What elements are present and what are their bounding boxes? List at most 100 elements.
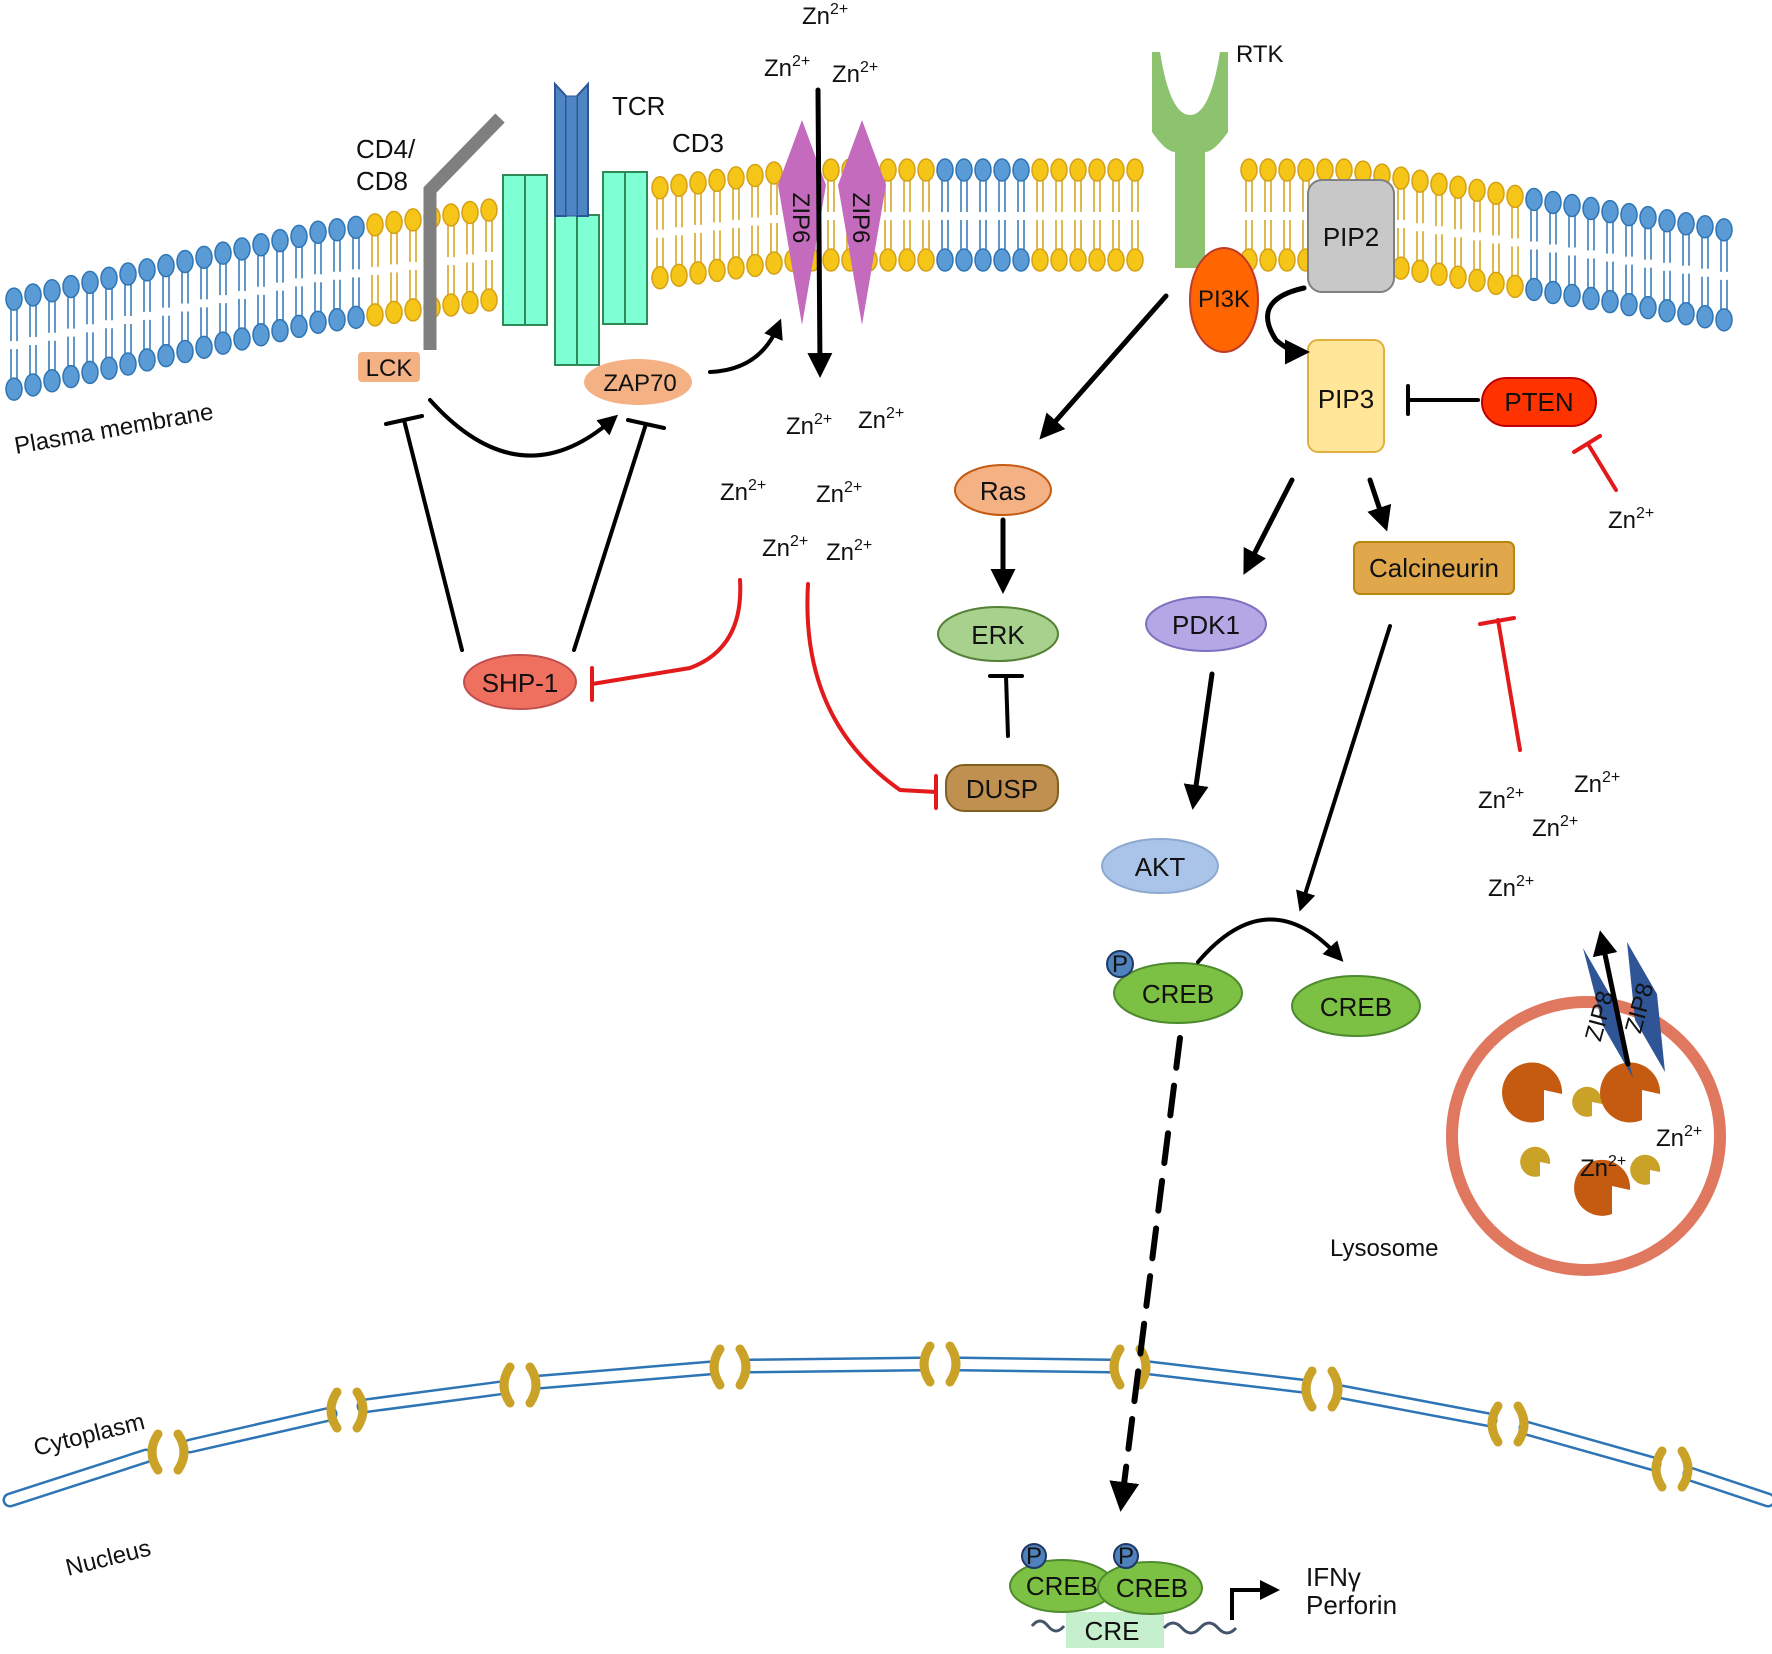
- lipid-head-outer: [43, 279, 61, 303]
- lipid-head-inner: [157, 343, 175, 368]
- lipid-head-inner: [1506, 274, 1524, 299]
- nuclear-pore-right: [525, 1362, 541, 1408]
- lipid-head-inner: [138, 348, 156, 372]
- lipid-tail-inner: [979, 220, 987, 250]
- lipid-tail-inner: [656, 237, 664, 268]
- lipid-head-outer: [81, 270, 99, 295]
- zinc-ion-label: Zn2+: [1478, 785, 1524, 814]
- lipid-head-outer: [708, 168, 726, 193]
- lipid-tail-outer: [694, 192, 702, 225]
- lipid-head-outer: [1506, 184, 1524, 209]
- lipid-head-inner: [1392, 256, 1410, 280]
- lipid-head-outer: [62, 274, 80, 299]
- lipid-head-inner: [1525, 277, 1543, 302]
- lipid-tail-outer: [48, 300, 56, 333]
- lipid-head-outer: [1639, 205, 1657, 230]
- lipid-head-outer: [1240, 158, 1258, 182]
- lipid-tail-inner: [314, 282, 322, 313]
- envelope-membrane-lumen: [745, 1359, 925, 1371]
- arrow-creb-dephosphorylation: [1196, 917, 1344, 964]
- lipid-tail-outer: [10, 309, 18, 342]
- lipid-tail-inner: [1093, 220, 1101, 250]
- lipid-tail-outer: [1112, 180, 1120, 212]
- pdk1-node: [1145, 596, 1267, 652]
- erk-label: ERK: [971, 620, 1025, 650]
- zinc-ion-label: Zn2+: [1656, 1123, 1702, 1152]
- lipid-tail-outer: [390, 232, 398, 265]
- phosphate-badge-right: [1113, 1543, 1139, 1569]
- lipid-tail-inner: [1549, 252, 1557, 283]
- zinc-ions: Zn2+Zn2+Zn2+Zn2+Zn2+Zn2+Zn2+Zn2+Zn2+Zn2+…: [720, 1, 1702, 1182]
- lipid-tail-outer: [1473, 200, 1481, 233]
- lipid-tail-inner: [751, 225, 759, 256]
- lipid-tail-inner: [86, 332, 94, 363]
- lipid-tail-outer: [314, 242, 322, 275]
- cd4-label-line1: CD4/: [356, 134, 416, 164]
- lipid-tail-inner: [903, 220, 911, 250]
- lipid-head-inner: [1411, 259, 1429, 283]
- zinc-ion-label: Zn2+: [802, 1, 848, 30]
- lipid-tail-inner: [1568, 255, 1576, 286]
- lipid-head-inner: [993, 248, 1011, 272]
- lipid-tail-inner: [181, 311, 189, 342]
- creb-node: [1291, 975, 1421, 1037]
- lipid-head-inner: [746, 253, 764, 278]
- lipid-tail-inner: [1530, 249, 1538, 280]
- lipid-head-outer: [746, 163, 764, 188]
- lipid-tail-outer: [1511, 206, 1519, 239]
- lipid-head-outer: [1297, 158, 1315, 182]
- lipid-tail-outer: [1055, 180, 1063, 212]
- lipid-tail-outer: [675, 195, 683, 228]
- lipid-tail-outer: [1663, 230, 1671, 263]
- nuclear-pore-right: [1513, 1401, 1529, 1447]
- lipid-head-inner: [195, 335, 213, 360]
- lipid-head-inner: [898, 248, 916, 272]
- cd4-label-line2: CD8: [356, 166, 408, 196]
- envelope-membrane-lumen: [1337, 1387, 1495, 1425]
- pi3k-node: [1189, 247, 1259, 353]
- lipid-tail-outer: [409, 229, 417, 262]
- calcineurin-node: [1353, 541, 1515, 595]
- rtk-receptor: [1152, 52, 1228, 268]
- lipid-head-inner: [81, 360, 99, 385]
- lipid-tail-inner: [409, 269, 417, 300]
- lipid-head-inner: [1259, 248, 1277, 272]
- lipid-head-inner: [651, 266, 669, 290]
- lipid-head-inner: [1031, 248, 1049, 272]
- lipid-head-outer: [955, 158, 973, 182]
- lipid-tail-outer: [1416, 191, 1424, 224]
- lipid-head-outer: [328, 218, 346, 242]
- nuclear-pore-left: [1487, 1401, 1503, 1447]
- zinc-ion-label: Zn2+: [764, 53, 810, 82]
- arrow-pip2-to-pip3: [1265, 285, 1310, 365]
- lipid-head-outer: [727, 166, 745, 190]
- lipid-tail-outer: [1454, 197, 1462, 230]
- lipid-head-inner: [347, 305, 365, 330]
- lipid-head-inner: [1601, 289, 1619, 314]
- creb-dimer-left-label: CREB: [1026, 1571, 1098, 1601]
- lipid-tail-outer: [1245, 180, 1253, 212]
- lipid-head-outer: [1696, 215, 1714, 239]
- lipid-head-outer: [1449, 175, 1467, 200]
- lipid-tail-inner: [1511, 246, 1519, 277]
- envelope-membrane-lumen: [1521, 1423, 1659, 1469]
- lipid-head-inner: [1126, 248, 1144, 272]
- pathway-edges: [384, 87, 1631, 1512]
- envelope-membrane-lumen: [535, 1363, 715, 1387]
- lipid-tail-inner: [1663, 270, 1671, 301]
- pip2-node: [1307, 179, 1395, 293]
- zip6-label-left: ZIP6: [787, 193, 814, 244]
- dna-strand-right: [1162, 1621, 1238, 1635]
- arrow-pdk1-to-akt: [1183, 671, 1215, 810]
- lysosome-ring: [1446, 996, 1726, 1276]
- zinc-ion-label: Zn2+: [816, 479, 862, 508]
- lipid-head-inner: [62, 364, 80, 389]
- creb-dimer-right-node: [1097, 1561, 1203, 1615]
- zinc-ion-label: Zn2+: [1574, 769, 1620, 798]
- zinc-ion-label: Zn2+: [1580, 1153, 1626, 1182]
- lipid-head-inner: [24, 373, 42, 397]
- envelope-membrane-lumen: [359, 1383, 505, 1411]
- lipid-head-inner: [5, 377, 23, 401]
- lysosome-label: Lysosome: [1330, 1235, 1439, 1262]
- lipid-tail-outer: [656, 197, 664, 230]
